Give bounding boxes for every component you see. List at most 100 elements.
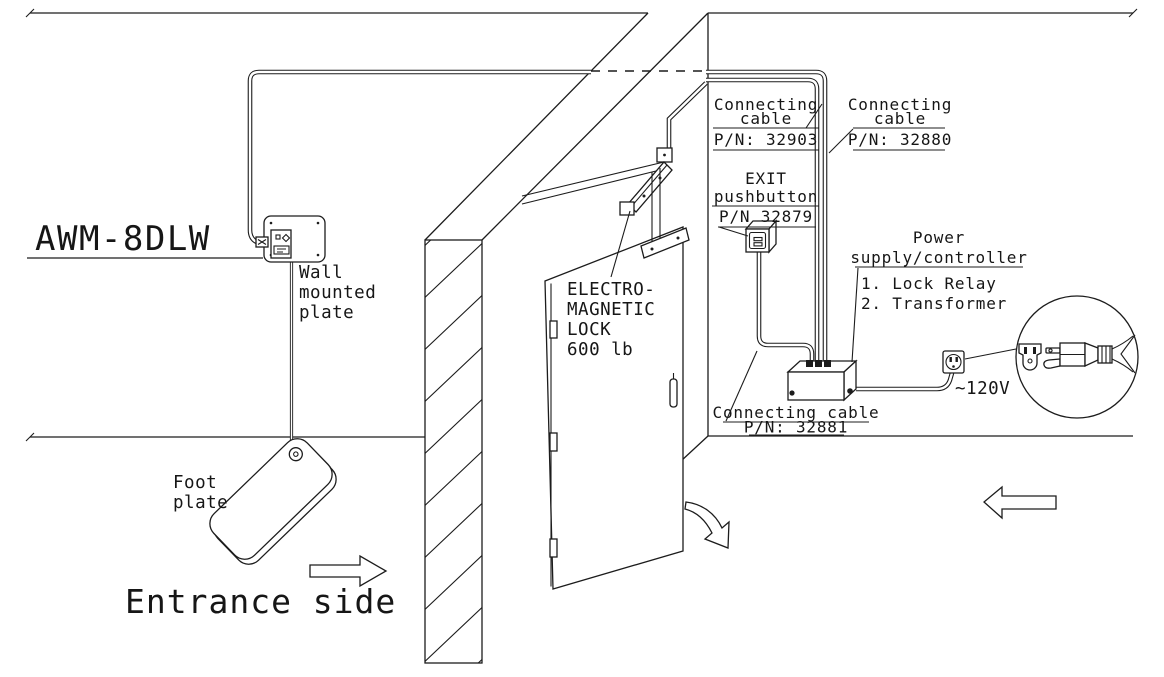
- wall-section: [424, 239, 483, 664]
- tick-mark: [25, 8, 35, 18]
- cable-32903-text: cable: [740, 109, 792, 128]
- plug-ground-pin: [1043, 358, 1061, 369]
- leader-line: [718, 226, 749, 237]
- door-swing-arrow: [684, 501, 730, 549]
- cable-32903-text: Connecting: [714, 95, 818, 114]
- psu-cable-terminal: [815, 360, 822, 367]
- wall-plate-label-line: plate: [299, 303, 354, 323]
- exit-pushbutton-device: [744, 219, 778, 254]
- maglock-bracket: [651, 168, 661, 246]
- leader-line: [805, 103, 823, 129]
- annotations: AWM-8DLW Wall mounted plate Connecting c…: [27, 95, 1027, 621]
- power-supply-title: Power: [913, 228, 965, 247]
- door-hinge: [549, 538, 558, 558]
- model-label: AWM-8DLW: [35, 219, 211, 259]
- maglock-screw: [642, 194, 646, 198]
- wall-top-edge-near: [424, 12, 649, 241]
- outlet-and-plug-detail: [942, 295, 1139, 419]
- outlet-socket-face: [945, 353, 962, 371]
- wall-top-edge-far: [481, 12, 709, 241]
- cabling: [247, 69, 955, 451]
- detail-leader-line: [964, 348, 1017, 360]
- foot-plate-label-line: Foot: [173, 473, 217, 493]
- tick-mark: [25, 432, 35, 442]
- exit-pushbutton-label: EXIT pushbutton P/N 32879: [712, 169, 819, 237]
- door-panel: [544, 226, 684, 590]
- exit-label-text: pushbutton: [714, 187, 818, 206]
- foot-plate-shape: [209, 438, 333, 560]
- power-supply-item: 2. Transformer: [861, 294, 1007, 313]
- leader-line: [851, 267, 859, 363]
- armature-screw: [650, 247, 654, 251]
- entrance-side-label: Entrance side: [125, 582, 396, 621]
- sensor-glyph: [275, 234, 281, 240]
- cable-32881-text: Connecting cable: [713, 403, 880, 422]
- maglock-label-line: 600 lb: [567, 340, 633, 360]
- outlet-slot: [955, 357, 958, 362]
- receptacle-slot: [1024, 347, 1027, 354]
- leader-line: [725, 350, 758, 422]
- psu-cord-terminal: [847, 388, 853, 394]
- entrance-arrow: [309, 554, 388, 588]
- foot-plate-assembly: [209, 438, 337, 565]
- psu-cable-terminal: [806, 360, 813, 367]
- plate-screw: [316, 253, 320, 257]
- pushbutton-bezel: [748, 231, 767, 250]
- power-cord: [856, 372, 955, 392]
- maglock-assembly: [521, 147, 690, 259]
- back-arrow: [983, 485, 1057, 520]
- leader-line: [610, 210, 631, 278]
- armature-screw: [676, 236, 680, 240]
- cable-32903-label: Connecting cable P/N: 32903: [713, 95, 823, 151]
- outlet-slot: [949, 357, 952, 362]
- maglock-label-line: ELECTRO-: [567, 280, 655, 300]
- plug-blade: [1045, 347, 1061, 354]
- foot-plate-label-line: plate: [173, 493, 228, 513]
- cable-32903-pn: P/N: 32903: [714, 130, 818, 149]
- cable-pushbutton-run: [756, 252, 815, 364]
- cable-32881-pn: P/N: 32881: [744, 418, 848, 437]
- wall-plate-label-line: Wall: [299, 263, 343, 283]
- power-supply-item: 1. Lock Relay: [861, 274, 997, 293]
- psu-terminal: [789, 390, 795, 396]
- plug-cord-break: [1111, 334, 1136, 374]
- pushbutton-button: [753, 242, 763, 247]
- cable-32881-label: Connecting cable P/N: 32881: [713, 350, 880, 437]
- exit-label-pn: P/N 32879: [719, 207, 813, 226]
- door-handle: [669, 378, 678, 408]
- door-hinge: [549, 320, 558, 339]
- foot-plate-hole: [288, 447, 303, 462]
- door-frame-header: [521, 161, 665, 205]
- plate-screw: [269, 221, 273, 225]
- armature-plate: [640, 227, 690, 259]
- wall-plate-label-line: mounted: [299, 283, 376, 303]
- room-structure: [25, 8, 1138, 462]
- wall-plate-label: Wall mounted plate: [299, 263, 376, 323]
- maglock-label-line: MAGNETIC: [567, 300, 655, 320]
- wall-section-face: [424, 239, 483, 664]
- leader-line: [828, 128, 854, 154]
- door-hinge: [549, 432, 558, 452]
- floor-corner-diagonal: [680, 435, 709, 462]
- maglock-label: ELECTRO- MAGNETIC LOCK 600 lb: [567, 210, 655, 360]
- power-supply-title: supply/controller: [850, 248, 1027, 267]
- wall-hatching: [425, 240, 482, 663]
- foot-plate-label: Foot plate: [173, 473, 228, 513]
- receptacle-ground: [1027, 358, 1033, 364]
- psu-front-face: [787, 371, 845, 401]
- power-supply-box: [786, 359, 858, 402]
- plate-screw: [316, 221, 320, 225]
- cable-to-maglock: [666, 81, 708, 150]
- voltage-label: ~120V: [955, 379, 1010, 399]
- psu-cable-terminal: [824, 360, 831, 367]
- maglock-label-line: LOCK: [567, 320, 611, 340]
- maglock-body-line: [630, 164, 668, 208]
- maglock-end-cap: [619, 201, 635, 216]
- cable-32880-pn: P/N: 32880: [848, 130, 952, 149]
- tick-mark: [1128, 8, 1138, 18]
- exit-label-text: EXIT: [745, 169, 787, 188]
- receptacle-slot: [1033, 347, 1036, 354]
- outlet-ground-hole: [952, 365, 955, 368]
